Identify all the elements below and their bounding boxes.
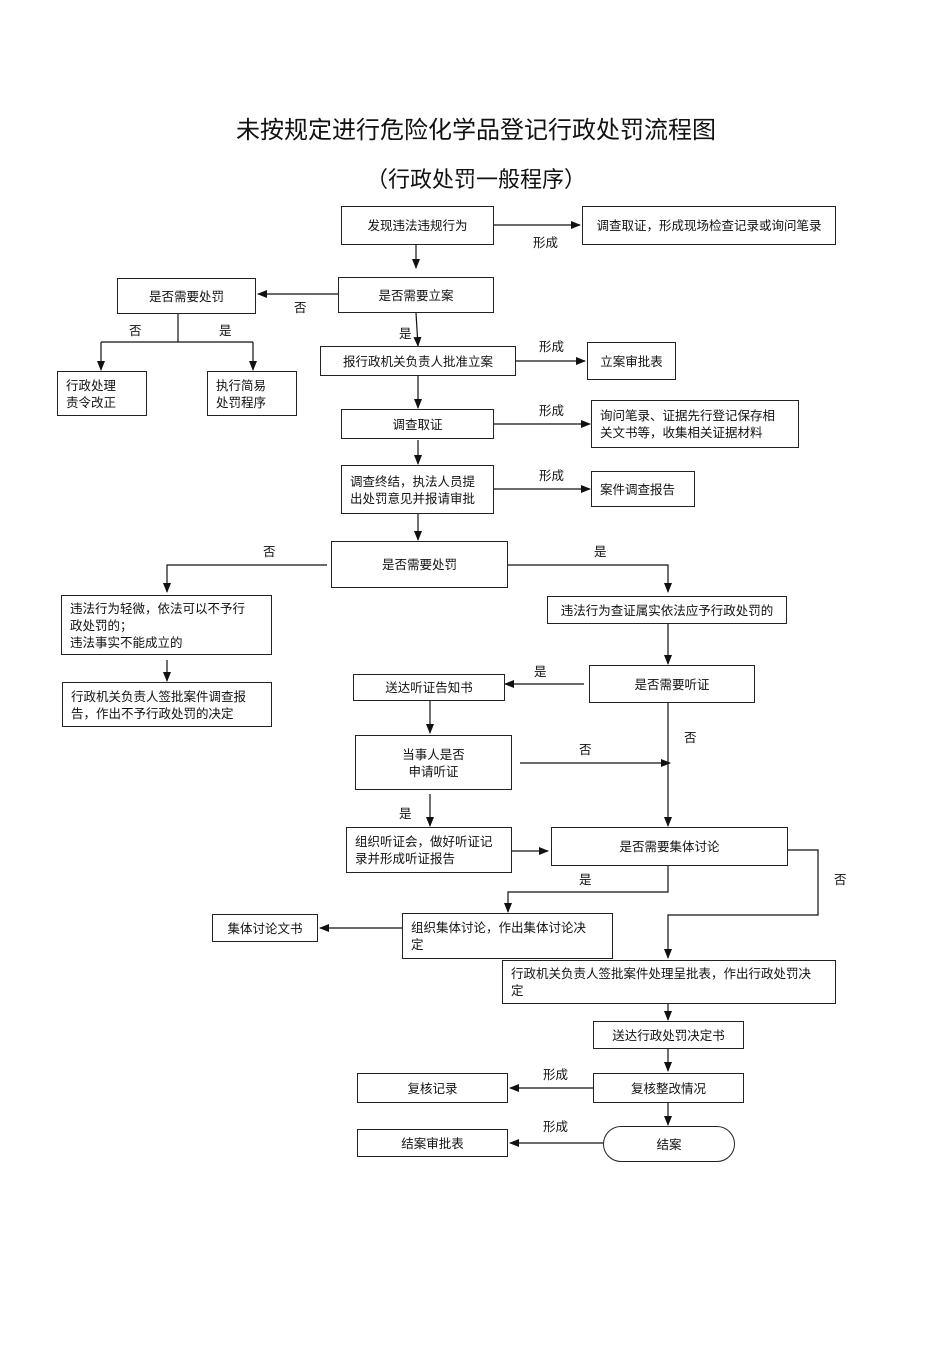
node-close-case: 结案 (603, 1126, 735, 1162)
page-title: 未按规定进行危险化学品登记行政处罚流程图 (236, 116, 716, 144)
node-need-hearing: 是否需要听证 (589, 665, 755, 703)
node-organize-hearing: 组织听证会，做好听证记 录并形成听证报告 (346, 827, 512, 873)
node-need-punish-mid: 是否需要处罚 (331, 541, 508, 588)
page-subtitle: （行政处罚一般程序） (365, 168, 586, 193)
node-simple-proc: 执行简易 处罚程序 (207, 371, 297, 416)
line-need-punish-left-split (101, 314, 253, 343)
node-case-approval-form: 立案审批表 (587, 342, 676, 380)
edge-label-no: 否 (684, 730, 697, 745)
node-minor-violation: 违法行为轻微，依法可以不予行 政处罚的； 违法事实不能成立的 (61, 595, 272, 655)
edge-label-form: 形成 (539, 339, 565, 354)
edge-label-form: 形成 (533, 235, 559, 250)
node-close-form: 结案审批表 (357, 1129, 508, 1157)
node-report-approve: 报行政机关负责人批准立案 (320, 346, 516, 376)
node-deliver-decision: 送达行政处罚决定书 (593, 1021, 744, 1049)
node-inquiry-docs: 询问笔录、证据先行登记保存相 关文书等，收集相关证据材料 (591, 400, 799, 448)
edge-label-form: 形成 (543, 1067, 569, 1082)
node-investigate: 调查取证 (341, 409, 494, 439)
node-investigation-end: 调查终结，执法人员提 出处罚意见并报请审批 (341, 465, 494, 514)
arrow-collective-yes (504, 866, 669, 913)
edge-label-no: 否 (294, 300, 307, 315)
edge-label-form: 形成 (539, 468, 565, 483)
node-review-record: 复核记录 (357, 1073, 508, 1103)
edge-label-yes: 是 (594, 544, 607, 559)
edge-label-no: 否 (579, 742, 592, 757)
node-sign-decision: 行政机关负责人签批案件处理呈批表，作出行政处罚决 定 (502, 960, 836, 1004)
edge-label-yes: 是 (399, 806, 412, 821)
arrow-collective-no (664, 849, 819, 959)
node-collective-doc: 集体讨论文书 (212, 914, 318, 942)
node-investigate-form: 调查取证，形成现场检查记录或询问笔录 (582, 206, 836, 245)
node-need-collective: 是否需要集体讨论 (551, 827, 788, 866)
node-discover: 发现违法违规行为 (341, 206, 494, 245)
node-hearing-notice: 送达听证告知书 (353, 674, 505, 701)
node-no-punish-decision: 行政机关负责人签批案件调查报 告，作出不予行政处罚的决定 (62, 682, 272, 727)
node-organize-collective: 组织集体讨论，作出集体讨论决 定 (402, 913, 613, 959)
node-confirmed-violation: 违法行为查证属实依法应予行政处罚的 (547, 596, 787, 624)
edge-label-no: 否 (129, 323, 142, 338)
node-case-report: 案件调查报告 (591, 471, 695, 507)
node-need-punish-left: 是否需要处罚 (117, 278, 256, 314)
edge-label-yes: 是 (534, 664, 547, 679)
edge-label-form: 形成 (539, 403, 565, 418)
edge-label-yes: 是 (399, 326, 412, 341)
node-party-apply: 当事人是否 申请听证 (355, 735, 512, 790)
edge-label-form: 形成 (543, 1119, 569, 1134)
node-admin-order: 行政处理 责令改正 (57, 371, 147, 416)
edge-label-no: 否 (834, 872, 847, 887)
edge-label-yes: 是 (219, 323, 232, 338)
node-need-case: 是否需要立案 (338, 277, 494, 313)
arrow-need-case-to-report (413, 312, 422, 347)
edge-label-no: 否 (263, 544, 276, 559)
node-review-rectify: 复核整改情况 (593, 1073, 744, 1103)
arrow-need-punish-mid-no (163, 564, 327, 593)
edge-label-yes: 是 (579, 872, 592, 887)
arrow-need-punish-mid-yes (508, 564, 672, 593)
